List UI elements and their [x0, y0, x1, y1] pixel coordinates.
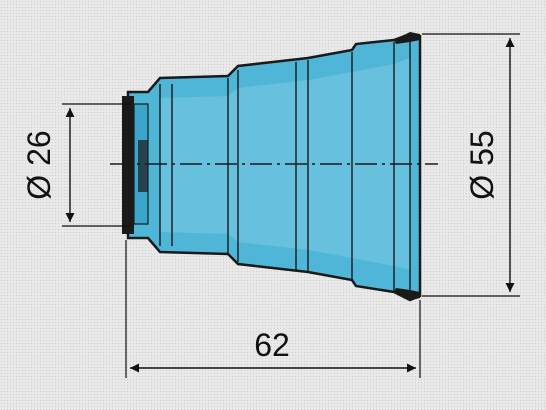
bellows-boot — [122, 32, 422, 302]
dimension-length: 62 — [125, 240, 421, 378]
boot-ribs — [159, 36, 411, 298]
outer-diameter-label: Ø 55 — [464, 130, 500, 199]
dimension-inner-diameter: Ø 26 — [21, 103, 130, 227]
length-label: 62 — [254, 327, 290, 363]
inner-diameter-label: Ø 26 — [21, 130, 57, 199]
large-end-band — [394, 32, 420, 44]
small-end-collar — [122, 96, 134, 234]
dimension-outer-diameter: Ø 55 — [422, 33, 520, 297]
